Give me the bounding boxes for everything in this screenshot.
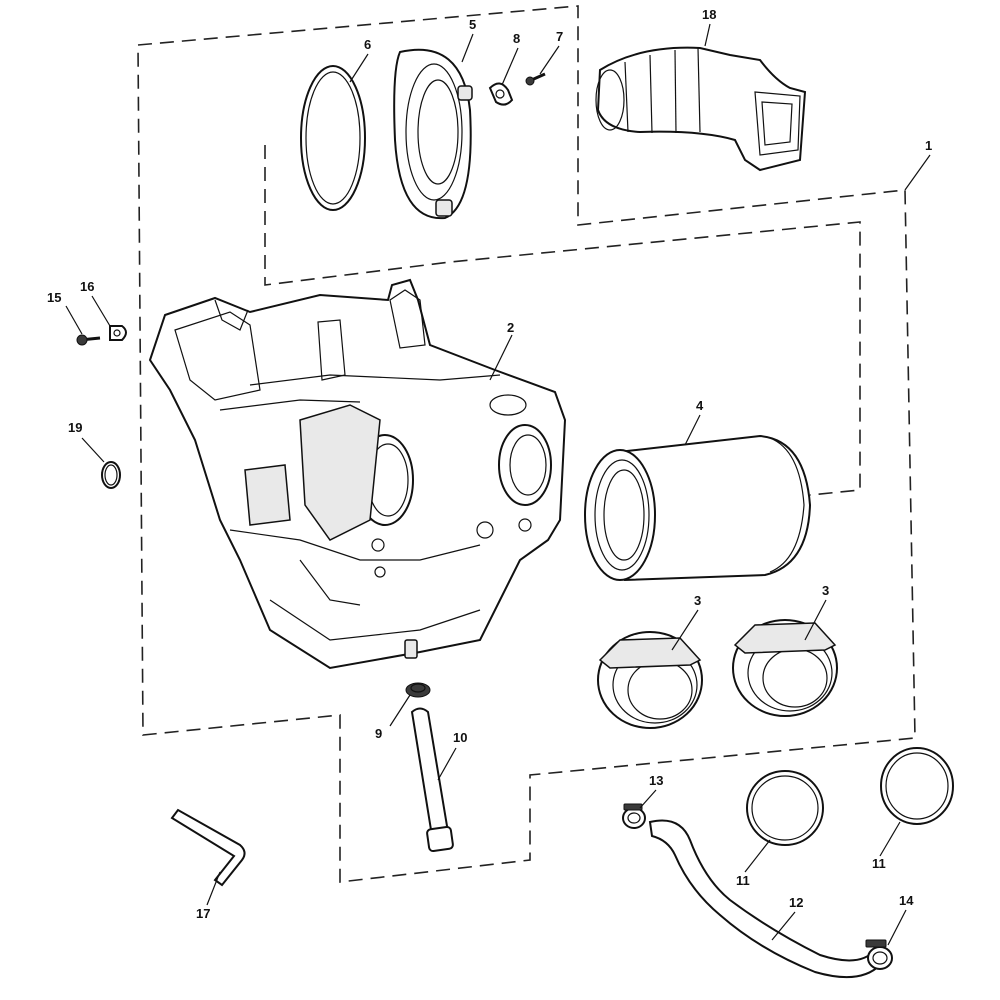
breather-hose-part (648, 819, 882, 979)
small-ring-part (101, 461, 121, 489)
o-ring-left-part (746, 770, 824, 846)
airbox-housing-part (148, 278, 567, 670)
leader-lines (65, 23, 931, 946)
inner-boundary (264, 145, 861, 496)
callout-16: 16 (80, 279, 94, 294)
hose-clamp-upper-part (622, 803, 646, 829)
callout-1: 1 (925, 138, 932, 153)
intake-cover-part (393, 48, 473, 220)
callout-3-right: 3 (822, 583, 829, 598)
callout-11-right: 11 (872, 856, 886, 871)
intake-boot-left-part (597, 631, 703, 729)
drain-clamp-part (405, 682, 431, 698)
o-ring-seal-part (300, 65, 366, 211)
grommet-part (109, 325, 127, 341)
callout-17: 17 (196, 906, 210, 921)
callout-2: 2 (507, 320, 514, 335)
air-filter-part (584, 434, 812, 582)
callout-19: 19 (68, 420, 82, 435)
screw-part (525, 72, 546, 86)
callout-3-left: 3 (694, 593, 701, 608)
callout-6: 6 (364, 37, 371, 52)
callout-labels: 1 2 3 3 4 5 6 7 8 9 10 11 11 12 13 14 15… (47, 7, 932, 921)
intake-boot-right-part (732, 619, 838, 717)
callout-9: 9 (375, 726, 382, 741)
intake-duct-part (595, 46, 807, 172)
callout-14: 14 (899, 893, 914, 908)
hex-key-part (170, 808, 246, 887)
assembly-boundary (137, 5, 916, 883)
callout-10: 10 (453, 730, 467, 745)
callout-18: 18 (702, 7, 716, 22)
callout-12: 12 (789, 895, 803, 910)
callout-11-left: 11 (736, 873, 750, 888)
bolt-part (76, 334, 101, 346)
hose-clamp-lower-part (865, 939, 893, 970)
o-ring-right-part (880, 747, 954, 825)
callout-8: 8 (513, 31, 520, 46)
drain-tube-part (410, 707, 454, 853)
callout-5: 5 (469, 17, 476, 32)
callout-7: 7 (556, 29, 563, 44)
clip-part (488, 82, 514, 106)
callout-13: 13 (649, 773, 663, 788)
callout-15: 15 (47, 290, 61, 305)
callout-4: 4 (696, 398, 704, 413)
